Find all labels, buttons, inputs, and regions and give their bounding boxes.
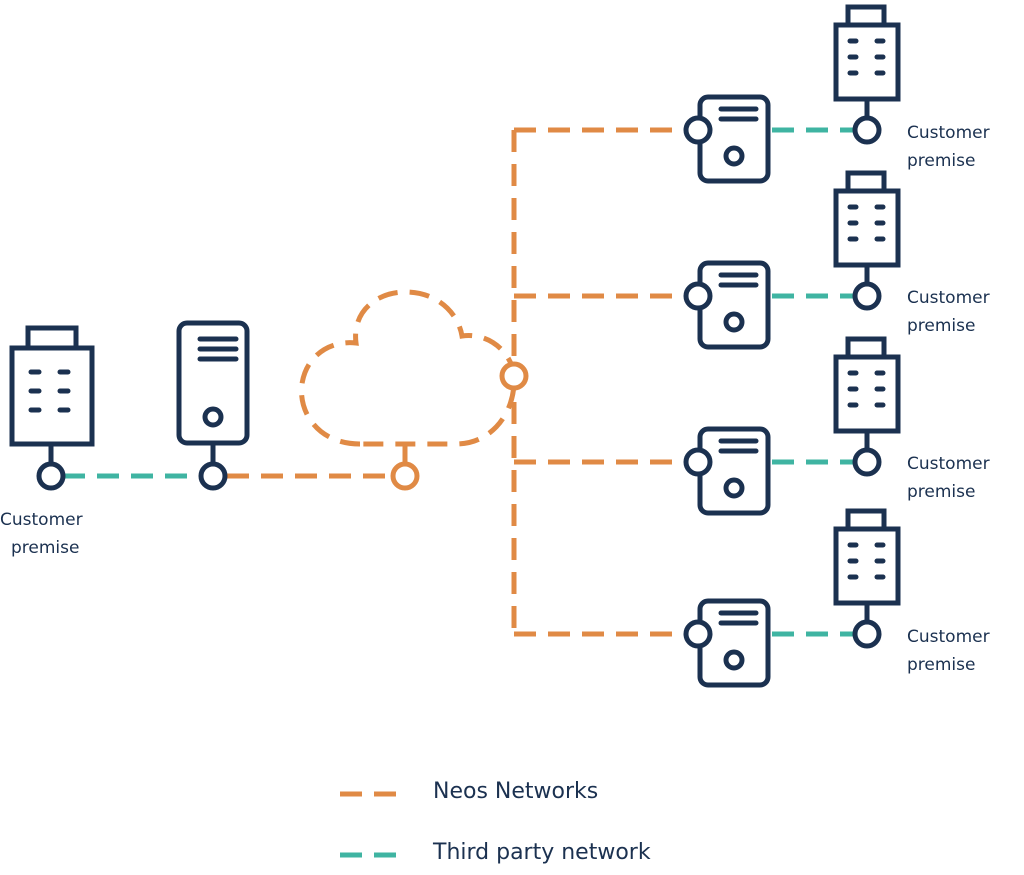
router-4-node	[683, 619, 713, 649]
label-line1: Customer	[907, 123, 990, 143]
router-3-node	[683, 447, 713, 477]
label-line1: Customer	[907, 288, 990, 308]
building-icon	[833, 4, 901, 145]
label-line2: premise	[907, 482, 976, 502]
label-line2: premise	[907, 655, 976, 675]
building-1-node	[852, 115, 882, 145]
label-line2: premise	[907, 316, 976, 336]
left-building-node	[36, 461, 66, 491]
site1-customer-label: Customer premise	[907, 119, 990, 175]
router-2-node	[683, 281, 713, 311]
label-line1: Customer	[0, 510, 83, 530]
building-icon	[833, 508, 901, 649]
legend-third-party-label: Third party network	[433, 840, 651, 865]
building-3-node	[852, 447, 882, 477]
label-line1: Customer	[907, 454, 990, 474]
site3-customer-label: Customer premise	[907, 450, 990, 506]
building-icon	[833, 336, 901, 477]
label-line2: premise	[907, 151, 976, 171]
router-icon	[683, 598, 771, 688]
cloud-right-node	[499, 361, 529, 391]
cloud-icon	[299, 289, 517, 447]
building-icon	[833, 170, 901, 311]
label-line2: premise	[11, 538, 80, 558]
building-2-node	[852, 281, 882, 311]
router-1-node	[683, 115, 713, 145]
site2-customer-label: Customer premise	[907, 284, 990, 340]
router-icon	[683, 426, 771, 516]
router-icon	[683, 260, 771, 350]
left-server-node	[198, 461, 228, 491]
server-icon	[176, 320, 250, 464]
site4-customer-label: Customer premise	[907, 623, 990, 679]
label-line1: Customer	[907, 627, 990, 647]
cloud-bottom-node	[390, 461, 420, 491]
legend-neos-label: Neos Networks	[433, 779, 599, 804]
building-icon	[9, 325, 95, 464]
left-customer-label: Customer premise	[0, 506, 83, 562]
building-4-node	[852, 619, 882, 649]
router-icon	[683, 94, 771, 184]
